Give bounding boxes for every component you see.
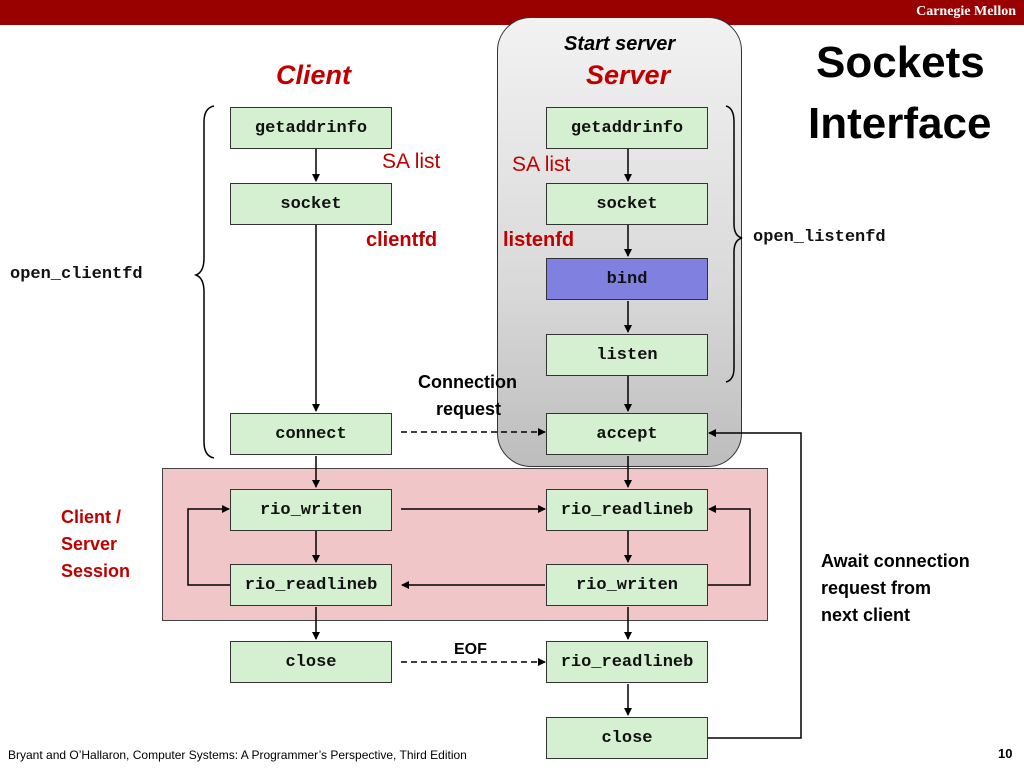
server-sa-list-label: SA list xyxy=(512,153,571,176)
page-number: 10 xyxy=(998,746,1013,761)
server-region xyxy=(497,17,742,467)
session-label-1: Client / xyxy=(61,507,122,527)
connection-request-label-1: Connection xyxy=(418,372,517,392)
arrow-client-loop xyxy=(187,505,230,586)
client-sa-list-label: SA list xyxy=(382,150,441,173)
connection-request-label-2: request xyxy=(436,399,502,419)
brace-open-listenfd xyxy=(725,105,743,383)
await-label-3: next client xyxy=(821,605,911,625)
server-close-box[interactable]: close xyxy=(546,717,708,759)
brace-open-clientfd xyxy=(193,105,215,459)
title-line-1: Sockets xyxy=(816,38,985,87)
open-listenfd-label: open_listenfd xyxy=(753,228,886,247)
server-getaddrinfo-box[interactable]: getaddrinfo xyxy=(546,107,708,149)
arrow-await-loop xyxy=(708,429,802,739)
server-heading: Server xyxy=(586,60,671,90)
session-label-3: Session xyxy=(61,561,131,581)
brand-label: Carnegie Mellon xyxy=(916,4,1016,19)
listenfd-label: listenfd xyxy=(503,229,575,251)
server-listen-box[interactable]: listen xyxy=(546,334,708,376)
client-getaddrinfo-box[interactable]: getaddrinfo xyxy=(230,107,392,149)
server-socket-box[interactable]: socket xyxy=(546,183,708,225)
header-bar: Carnegie Mellon xyxy=(0,0,1024,25)
client-close-box[interactable]: close xyxy=(230,641,392,683)
citation-footer: Bryant and O’Hallaron, Computer Systems:… xyxy=(8,748,467,762)
title-line-2: Interface xyxy=(808,99,992,148)
arrow-server-loop xyxy=(708,505,751,586)
await-label-2: request from xyxy=(821,578,932,598)
clientfd-label: clientfd xyxy=(366,229,438,251)
client-heading: Client xyxy=(276,60,352,90)
server-rio-readlineb-box[interactable]: rio_readlineb xyxy=(546,489,708,531)
session-label-2: Server xyxy=(61,534,118,554)
client-rio-writen-box[interactable]: rio_writen xyxy=(230,489,392,531)
server-rio-readlineb-eof-box[interactable]: rio_readlineb xyxy=(546,641,708,683)
eof-label: EOF xyxy=(454,641,487,658)
await-label-1: Await connection xyxy=(821,551,970,571)
open-clientfd-label: open_clientfd xyxy=(10,265,143,284)
client-connect-box[interactable]: connect xyxy=(230,413,392,455)
server-accept-box[interactable]: accept xyxy=(546,413,708,455)
client-rio-readlineb-box[interactable]: rio_readlineb xyxy=(230,564,392,606)
server-bind-box[interactable]: bind xyxy=(546,258,708,300)
server-rio-writen-box[interactable]: rio_writen xyxy=(546,564,708,606)
client-socket-box[interactable]: socket xyxy=(230,183,392,225)
start-server-caption: Start server xyxy=(564,33,676,55)
